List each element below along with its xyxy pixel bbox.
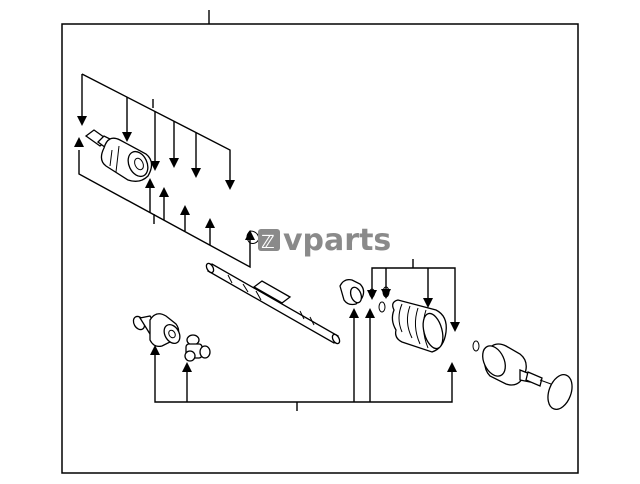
watermark-mark-icon: ℤ (258, 229, 280, 253)
drive-shaft (205, 262, 341, 345)
watermark-mark-glyph: ℤ (261, 232, 275, 253)
inner-cv-joint (132, 313, 181, 348)
outer-boot-bellows (391, 299, 447, 353)
tripod-joint (184, 334, 211, 362)
bottom-callout (150, 308, 457, 411)
watermark-logo: ℤ vparts (258, 223, 391, 258)
outer-cv-joint (84, 129, 153, 182)
snap-ring (472, 340, 480, 352)
outer-joint-callout (74, 73, 255, 269)
circlip (246, 230, 260, 244)
right-callout (367, 259, 460, 332)
diagram-frame (61, 23, 579, 474)
inner-boot (339, 278, 365, 306)
wheel-side-joint (472, 340, 573, 410)
watermark-brand-text: vparts (283, 223, 391, 258)
